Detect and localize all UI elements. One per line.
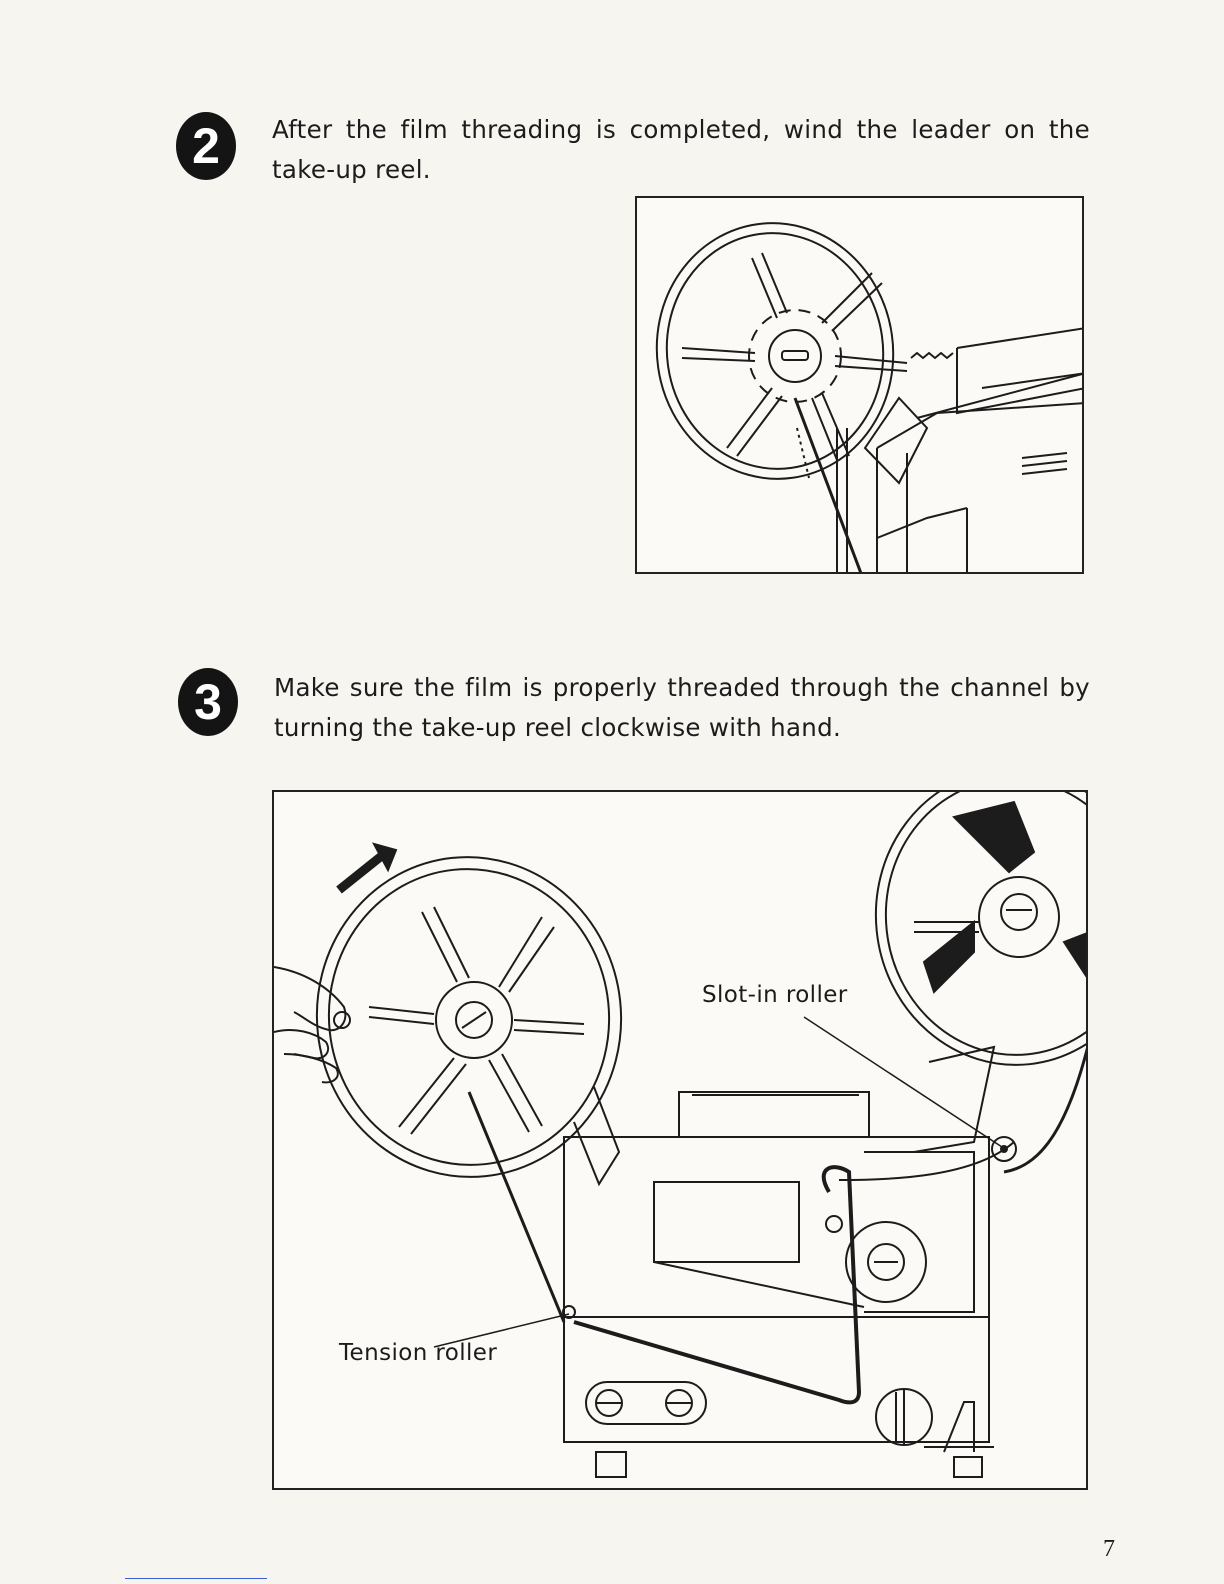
reel-closeup-illustration	[637, 198, 1084, 574]
tension-roller-label: Tension roller	[339, 1340, 497, 1366]
figure-takeup-reel-closeup	[635, 196, 1084, 574]
figure-projector-threading: Slot-in roller Tension roller	[272, 790, 1088, 1490]
step-2-instruction: After the film threading is completed, w…	[272, 110, 1090, 190]
step-number-3: 3	[178, 668, 238, 736]
projector-threading-illustration	[274, 792, 1088, 1490]
page-number: 7	[1103, 1536, 1115, 1563]
slot-in-roller-label: Slot-in roller	[702, 982, 848, 1008]
link-underline	[125, 1578, 267, 1579]
step-number-2: 2	[176, 112, 236, 180]
step-3-instruction: Make sure the film is properly threaded …	[274, 668, 1090, 748]
